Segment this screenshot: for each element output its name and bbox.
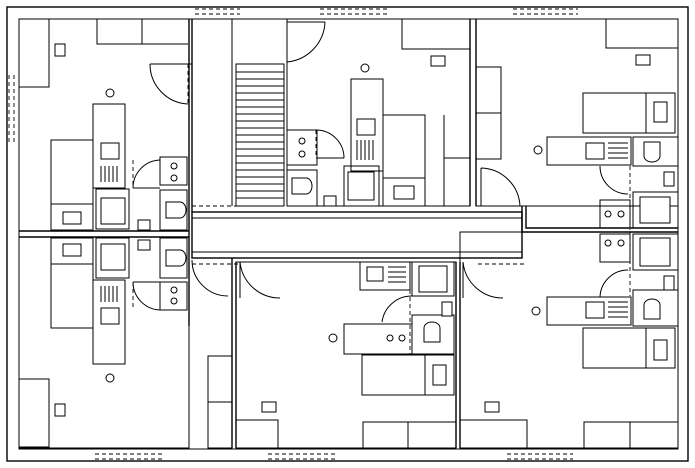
lamp-icon — [531, 306, 541, 316]
lamp-icon — [430, 55, 446, 67]
toilet-icon — [632, 136, 679, 167]
sink-icon — [100, 307, 120, 325]
toilet-icon — [411, 314, 455, 355]
lamp-icon — [533, 145, 543, 155]
lamp-icon — [105, 373, 115, 383]
corridor — [191, 205, 526, 265]
sink-icon — [100, 142, 120, 160]
stove-icon — [632, 233, 679, 271]
lamp-icon — [54, 43, 66, 57]
unit-top-left — [18, 18, 192, 232]
unit-bottom-left — [18, 236, 233, 449]
lamp-icon — [635, 54, 651, 66]
bed-icon — [361, 354, 455, 396]
toilet-icon — [159, 189, 188, 231]
door-swing-icon — [462, 232, 631, 299]
toilet-icon — [159, 237, 188, 279]
sink-icon — [585, 301, 605, 319]
bed-icon — [382, 114, 426, 207]
partition-walls — [19, 19, 678, 448]
sink-icon — [366, 266, 384, 282]
lamp-icon — [105, 88, 115, 98]
stove-icon — [95, 188, 130, 230]
door-swing-icon — [480, 165, 631, 230]
sink-icon — [585, 142, 605, 160]
lamp-icon — [484, 401, 500, 413]
toilet-icon — [632, 289, 679, 327]
door-swing-icon — [132, 63, 192, 189]
building-shell — [6, 6, 689, 462]
bed-icon — [582, 92, 676, 134]
staircase — [231, 19, 288, 207]
window-icon — [8, 8, 578, 460]
toilet-icon — [286, 169, 318, 207]
sink-icon — [356, 118, 376, 136]
stove-icon — [411, 261, 455, 297]
lamp-icon — [360, 63, 370, 73]
door-swing-icon — [286, 21, 345, 159]
unit-top-middle — [286, 18, 471, 207]
bed-icon — [582, 327, 676, 369]
unit-bottom-middle — [235, 261, 457, 449]
lamp-icon — [54, 403, 66, 417]
stove-icon — [343, 165, 380, 207]
unit-top-right — [475, 18, 679, 230]
lamp-icon — [328, 333, 338, 343]
staircase-icon — [236, 71, 284, 199]
stove-icon — [95, 237, 130, 279]
lamp-icon — [261, 401, 277, 413]
door-swing-icon — [239, 261, 413, 354]
